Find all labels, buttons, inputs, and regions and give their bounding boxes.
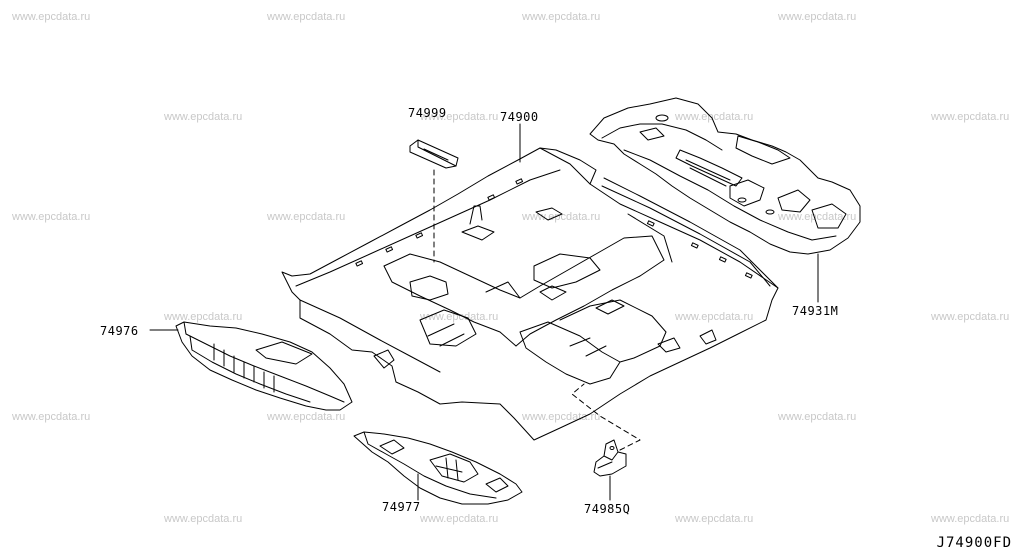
watermark: www.epcdata.ru [420, 111, 499, 123]
part-label-74976: 74976 [100, 324, 139, 338]
watermark: www.epcdata.ru [12, 11, 91, 23]
watermark: www.epcdata.ru [420, 513, 499, 525]
watermark: www.epcdata.ru [12, 411, 91, 423]
part-label-74985Q: 74985Q [584, 502, 631, 516]
part-label-74999: 74999 [408, 106, 447, 120]
part-74985Q-drawing [571, 383, 641, 501]
watermark: www.epcdata.ru [12, 211, 91, 223]
part-74977-drawing [353, 431, 523, 505]
watermark: www.epcdata.ru [164, 311, 243, 323]
part-label-74900: 74900 [500, 110, 539, 124]
watermark: www.epcdata.ru [778, 411, 857, 423]
part-74999-drawing [409, 139, 459, 263]
watermark: www.epcdata.ru [931, 311, 1010, 323]
watermark: www.epcdata.ru [267, 411, 346, 423]
part-74931M-drawing [589, 97, 861, 303]
watermark: www.epcdata.ru [267, 211, 346, 223]
part-74900-drawing [281, 123, 779, 441]
part-label-74977: 74977 [382, 500, 421, 514]
watermark: www.epcdata.ru [778, 211, 857, 223]
watermark: www.epcdata.ru [931, 513, 1010, 525]
watermark: www.epcdata.ru [931, 111, 1010, 123]
watermark: www.epcdata.ru [675, 111, 754, 123]
watermark: www.epcdata.ru [522, 11, 601, 23]
part-74976-drawing [149, 321, 353, 411]
watermark: www.epcdata.ru [675, 513, 754, 525]
watermark: www.epcdata.ru [522, 211, 601, 223]
part-label-74931M: 74931M [792, 304, 839, 318]
watermark: www.epcdata.ru [164, 513, 243, 525]
watermark: www.epcdata.ru [420, 311, 499, 323]
watermark: www.epcdata.ru [522, 411, 601, 423]
figure-code: J74900FD [936, 535, 1012, 551]
watermark: www.epcdata.ru [778, 11, 857, 23]
watermark: www.epcdata.ru [267, 11, 346, 23]
watermark: www.epcdata.ru [675, 311, 754, 323]
watermark: www.epcdata.ru [164, 111, 243, 123]
